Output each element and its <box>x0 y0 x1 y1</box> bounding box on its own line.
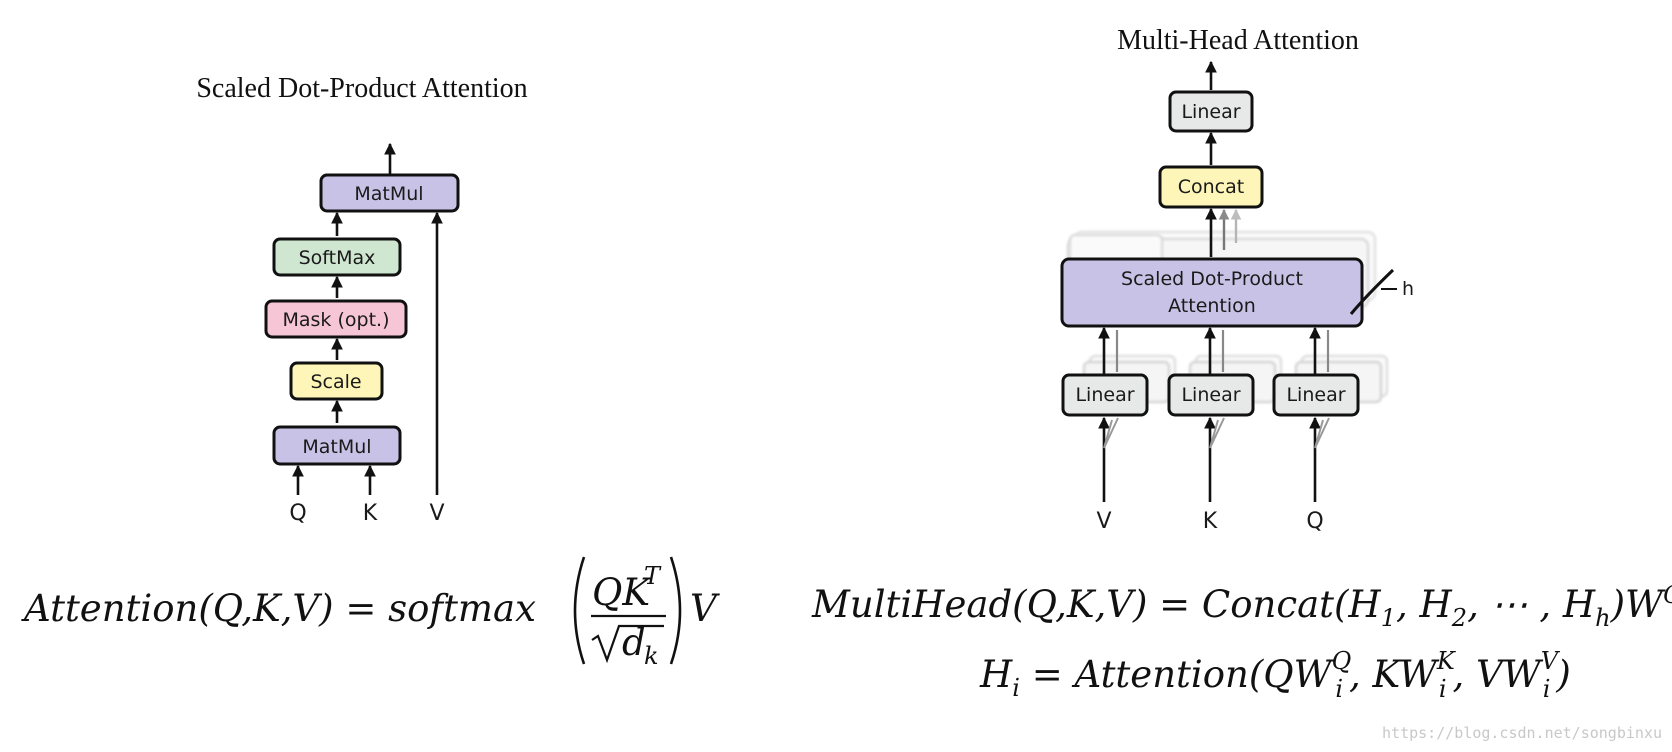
head-eq-k-sub: i <box>1439 675 1447 703</box>
matmul-bottom-box: MatMul <box>272 425 402 466</box>
scaled-attention-box: Scaled Dot-Product Attention <box>1060 257 1364 328</box>
attention-eq-left-paren <box>573 556 586 665</box>
head-eq-q-sup: Q <box>1332 647 1352 675</box>
head-eq-q-sub: i <box>1335 675 1343 703</box>
attention-equation: Attention(Q,K,V) = softmax QK T d k V <box>21 556 720 670</box>
multihead-eq-subh: h <box>1595 604 1610 632</box>
matmul-bottom-label: MatMul <box>302 436 371 458</box>
multihead-eq-sup-o: O <box>1663 581 1672 609</box>
multi-head-attention-diagram: Multi-Head Attention <box>1060 25 1414 534</box>
softmax-label: SoftMax <box>299 247 376 269</box>
multihead-eq-part-b: , H <box>1396 583 1453 626</box>
concat-box: Concat <box>1158 165 1264 209</box>
linear-k-label: Linear <box>1181 384 1240 406</box>
mask-box: Mask (opt.) <box>264 299 408 339</box>
head-eq-h-sub: i <box>1012 674 1020 702</box>
left-diagram-title: Scaled Dot-Product Attention <box>196 73 527 104</box>
attention-label-line1: Scaled Dot-Product <box>1121 268 1303 290</box>
attention-eq-sqrt <box>591 624 664 664</box>
multihead-equation: MultiHead(Q,K,V) = Concat(H1, H2, ⋯ , Hh… <box>811 581 1672 632</box>
multihead-eq-sub1: 1 <box>1381 604 1396 632</box>
multihead-eq-part-a: MultiHead(Q,K,V) = Concat(H <box>811 583 1381 626</box>
head-eq-k-sup: K <box>1436 647 1457 675</box>
attention-label-line2: Attention <box>1168 295 1256 317</box>
matmul-top-label: MatMul <box>354 183 423 205</box>
scaled-dot-product-diagram: Scaled Dot-Product Attention MatMul Soft… <box>196 73 527 526</box>
linear-q-label: Linear <box>1286 384 1345 406</box>
right-input-k-label: K <box>1203 509 1218 534</box>
attention-eq-denominator: d <box>622 621 646 664</box>
mask-label: Mask (opt.) <box>283 309 390 331</box>
input-q-label: Q <box>289 501 306 526</box>
q-fan-arrows <box>1314 417 1330 449</box>
input-v-label: V <box>429 501 444 526</box>
matmul-top-box: MatMul <box>319 173 460 213</box>
scale-box: Scale <box>289 361 384 401</box>
heads-bracket <box>1349 268 1395 315</box>
head-eq-k-mid: , KW <box>1349 653 1440 696</box>
head-eq-v-mid: , VW <box>1453 653 1544 696</box>
multihead-eq-part-c: , ⋯ , H <box>1467 583 1596 626</box>
attention-eq-right-paren <box>669 556 682 665</box>
linear-q-box: Linear <box>1272 373 1360 417</box>
attention-eq-numerator: QK <box>592 571 652 614</box>
head-eq-eq: = Attention(QW <box>1020 653 1335 696</box>
linear-v-label: Linear <box>1075 384 1134 406</box>
head-eq-h: H <box>979 653 1013 696</box>
head-eq-v-sup: V <box>1541 647 1561 675</box>
scale-label: Scale <box>310 371 361 393</box>
linear-k-box: Linear <box>1167 373 1255 417</box>
multihead-eq-sub2: 2 <box>1451 604 1467 632</box>
linear-top-label: Linear <box>1181 101 1240 123</box>
attention-eq-tail: V <box>690 587 720 630</box>
right-input-v-label: V <box>1096 509 1111 534</box>
attention-eq-lhs: Attention(Q,K,V) = softmax <box>21 587 536 630</box>
v-fan-arrows <box>1103 417 1119 449</box>
attention-eq-denominator-sub: k <box>644 642 659 670</box>
heads-label: h <box>1402 278 1414 300</box>
attention-eq-numerator-sup: T <box>644 562 662 590</box>
input-k-label: K <box>363 501 378 526</box>
concat-label: Concat <box>1178 176 1244 198</box>
k-fan-arrows <box>1209 417 1225 449</box>
multihead-eq: MultiHead(Q,K,V) = Concat(H1, H2, ⋯ , Hh… <box>811 581 1672 632</box>
softmax-box: SoftMax <box>272 237 402 277</box>
linear-top-box: Linear <box>1168 90 1254 133</box>
linear-v-box: Linear <box>1061 373 1149 417</box>
head-eq-close: ) <box>1555 653 1570 696</box>
head-eq-v-sub: i <box>1543 675 1551 703</box>
right-input-q-label: Q <box>1306 509 1323 534</box>
multihead-eq-part-d: )W <box>1610 583 1666 626</box>
right-diagram-title: Multi-Head Attention <box>1117 25 1359 56</box>
watermark: https://blog.csdn.net/songbinxu <box>1382 724 1662 742</box>
